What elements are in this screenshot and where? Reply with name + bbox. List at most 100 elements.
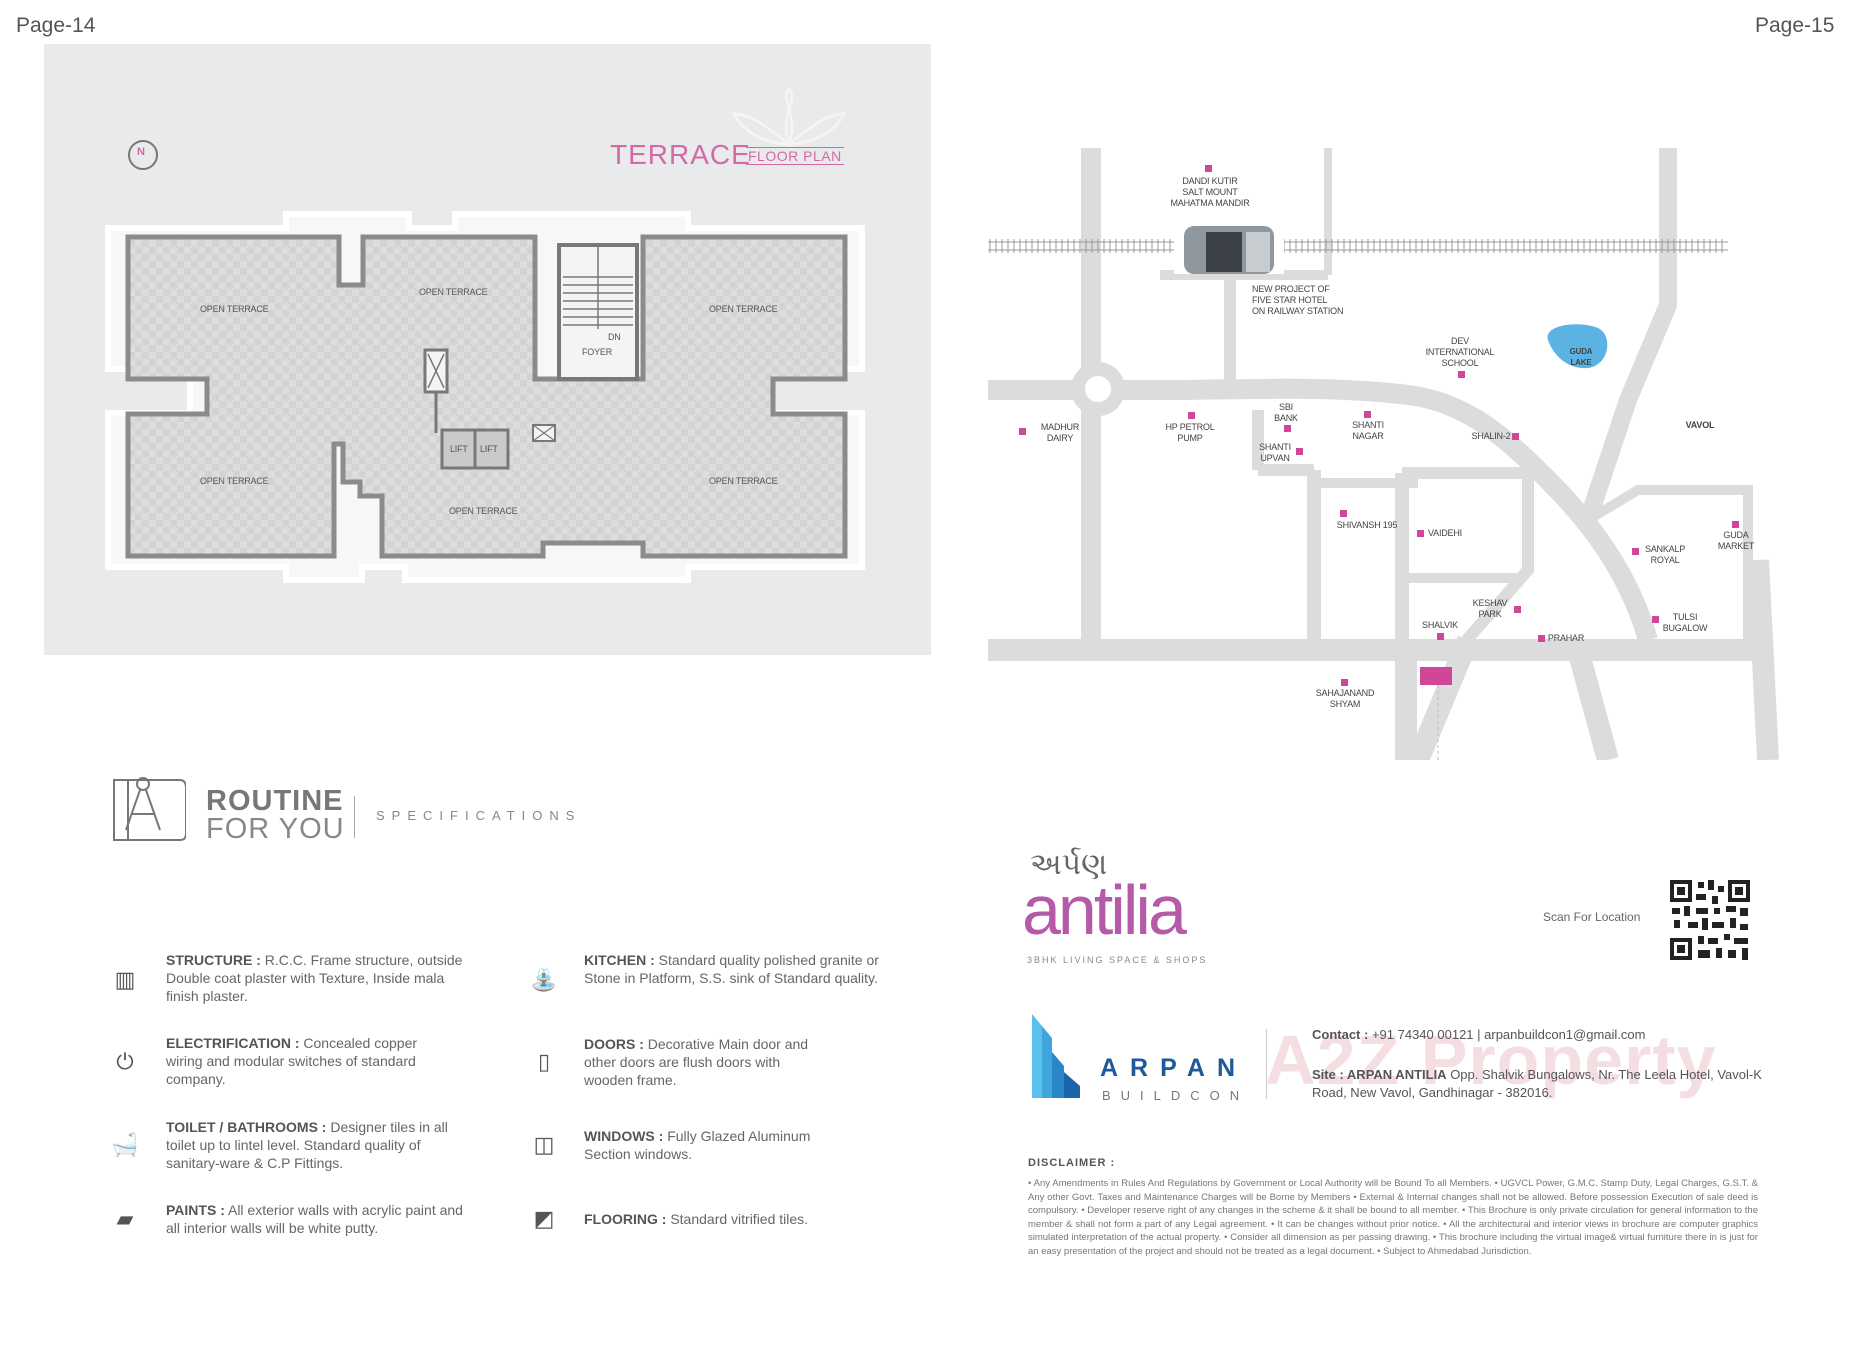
map-marker [1652,616,1659,623]
spec-label: WINDOWS : [584,1128,664,1144]
map-label-prahar: PRAHAR [1547,633,1585,643]
location-map [988,148,1779,760]
floor-plan-title: TERRACE [610,139,751,170]
room-label: OPEN TERRACE [449,506,518,516]
map-marker [1538,635,1545,642]
company-subname: BUILDCON [1102,1088,1250,1103]
spec-label: DOORS : [584,1036,644,1052]
company-name: ARPAN [1100,1054,1248,1082]
room-label: DN [608,332,621,342]
spec-windows: WINDOWS : Fully Glazed Aluminum Section … [584,1127,834,1163]
map-marker [1512,433,1519,440]
map-label-vavol: VAVOL [1685,420,1715,430]
map-marker [1514,606,1521,613]
room-label: FOYER [582,347,613,357]
map-label-keshav: KESHAV PARK [1472,598,1508,619]
room-label: OPEN TERRACE [709,304,778,314]
spec-text: Designer tiles in all toilet up to linte… [166,1119,448,1171]
spec-label: FLOORING : [584,1211,667,1227]
disclaimer-text: • Any Amendments in Rules And Regulation… [1028,1178,1758,1257]
spec-text: Decorative Main door and other doors are… [584,1036,809,1088]
map-marker [1341,679,1348,686]
map-marker [1632,548,1639,555]
map-label-sbi: SBI BANK [1274,402,1298,423]
map-marker [1019,428,1026,435]
disclaimer-title: DISCLAIMER : [1028,1157,1116,1169]
site-label: Site : ARPAN ANTILIA [1312,1067,1447,1082]
map-label-shanti-nagar: SHANTI NAGAR [1352,420,1384,441]
kitchen-tap-icon: ⛲ [530,967,558,992]
spec-toilet: TOILET / BATHROOMS : Designer tiles in a… [166,1118,466,1172]
spec-label: TOILET / BATHROOMS : [166,1119,327,1135]
compass-label: N [137,146,145,158]
floor-tiles-icon: ◩ [533,1206,555,1231]
map-marker [1296,448,1303,455]
spec-electrification: ELECTRIFICATION : Concealed copper wirin… [166,1034,436,1088]
spec-label: ELECTRIFICATION : [166,1035,300,1051]
spec-label: STRUCTURE : [166,952,261,968]
map-label-guda-lake: GUDA LAKE [1569,347,1593,367]
room-label: OPEN TERRACE [709,476,778,486]
room-label: OPEN TERRACE [419,287,488,297]
brand-tagline: 3BHK LIVING SPACE & SHOPS [1027,955,1208,965]
spec-text: Standard vitrified tiles. [666,1211,809,1227]
spec-text: All exterior walls with acrylic paint an… [166,1202,463,1236]
map-label-sankalp: SANKALP ROYAL [1644,544,1686,565]
map-label-madhur: MADHUR DAIRY [1040,422,1080,443]
contact-line: Contact : +91 74340 00121 | arpanbuildco… [1312,1027,1645,1042]
spec-text: Concealed copper wiring and modular swit… [166,1035,418,1087]
map-label-shivansh: SHIVANSH 195 [1336,520,1398,530]
map-marker [1364,411,1371,418]
map-marker [1284,425,1291,432]
floor-plan-drawing [105,86,865,583]
lotus-watermark-icon [731,86,847,149]
map-marker [1340,510,1347,517]
spec-text: Fully Glazed Aluminum Section windows. [584,1128,811,1162]
map-label-dev: DEV INTERNATIONAL SCHOOL [1425,336,1495,368]
divider [354,796,355,838]
room-label: OPEN TERRACE [200,304,269,314]
spec-kitchen: KITCHEN : Standard quality polished gran… [584,951,884,987]
map-marker [1437,633,1444,640]
bathtub-icon: 🛁 [111,1132,139,1157]
map-label-sahajanand: SAHAJANAND SHYAM [1315,688,1375,709]
specs-subtitle: FOR YOU [206,813,345,845]
spec-label: KITCHEN : [584,952,655,968]
map-label-shalvik: SHALVIK [1422,620,1458,630]
compass-north-icon: N [128,140,158,170]
site-address: Site : ARPAN ANTILIA Opp. Shalvik Bungal… [1312,1066,1762,1102]
watermark-text: A2Z Property [1265,1021,1717,1099]
map-label-hotel: NEW PROJECT OF FIVE STAR HOTEL ON RAILWA… [1252,284,1344,316]
qr-code-icon[interactable] [1668,878,1752,962]
brand-wordmark-logo: antilia [1022,871,1187,949]
map-label-tulsi: TULSI BUGALOW [1662,612,1708,633]
map-marker [1732,521,1739,528]
floor-plan-subtitle: FLOOR PLAN [746,147,844,165]
paint-roller-icon: ▰ [116,1206,134,1231]
spec-text: R.C.C. Frame structure, outside Double c… [166,952,463,1004]
electric-plug-icon: ⏻ [116,1049,134,1074]
page-number-right: Page-15 [1755,14,1835,37]
specs-title: ROUTINE [206,785,344,817]
spec-paints: PAINTS : All exterior walls with acrylic… [166,1201,466,1237]
map-marker [1417,530,1424,537]
spec-flooring: FLOORING : Standard vitrified tiles. [584,1210,844,1228]
divider [1266,1029,1267,1099]
site-value: Opp. Shalvik Bungalows, Nr. The Leela Ho… [1312,1067,1762,1100]
spec-doors: DOORS : Decorative Main door and other d… [584,1035,824,1089]
map-marker [1205,165,1212,172]
spec-label: PAINTS : [166,1202,225,1218]
map-marker [1188,412,1195,419]
map-label-dandi: DANDI KUTIR SALT MOUNT MAHATMA MANDIR [1170,176,1250,208]
scan-location-text: Scan For Location [1543,910,1641,924]
page-number-left: Page-14 [16,14,96,37]
arpan-logo-icon [1032,1014,1080,1098]
window-icon: ◫ [533,1132,555,1157]
spec-text: Standard quality polished granite or Sto… [584,952,879,986]
contact-label: Contact : [1312,1027,1369,1042]
map-marker [1458,371,1465,378]
specs-tag: SPECIFICATIONS [376,808,582,823]
door-icon: ▯ [537,1049,551,1074]
floor-plan-panel: N TERRACE FLOOR PLAN OPEN TERRACE OPEN T… [44,44,931,655]
map-label-shalin: SHALIN-2 [1471,431,1511,441]
